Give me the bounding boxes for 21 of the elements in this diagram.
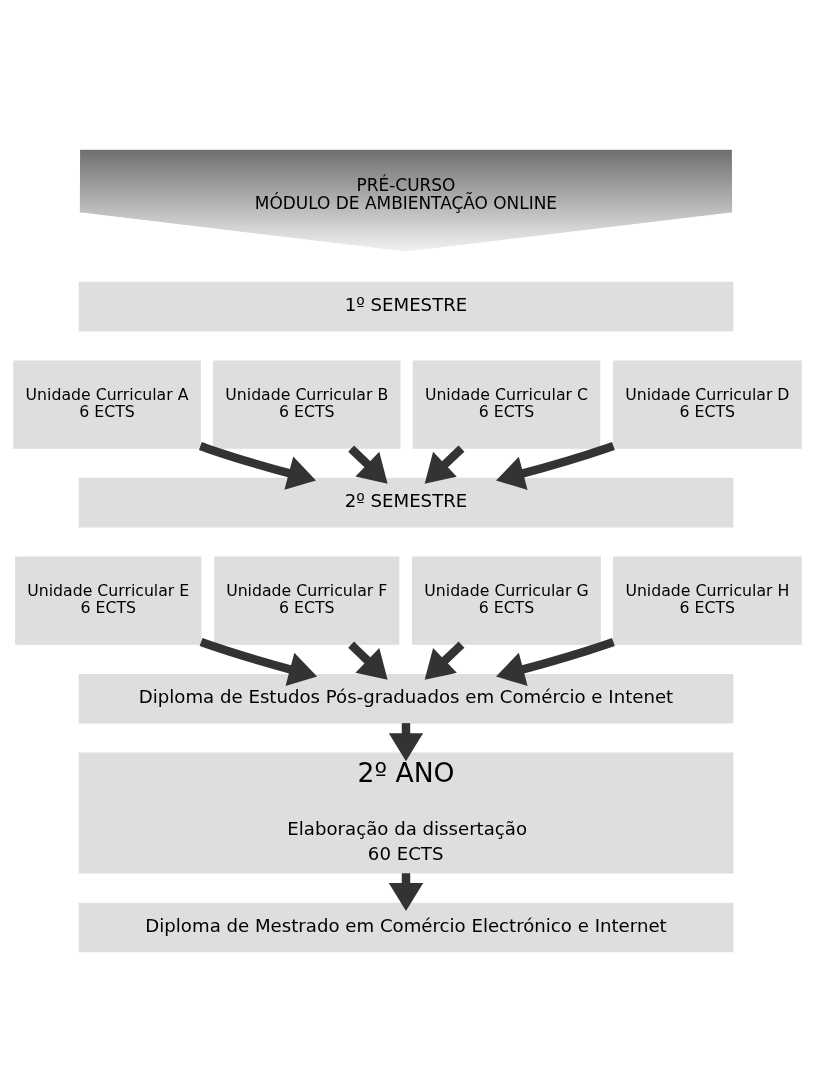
arrow — [495, 441, 615, 490]
node-box: Unidade Curricular E 6 ECTS — [14, 556, 201, 645]
arrow — [424, 641, 464, 680]
arrow — [198, 441, 316, 490]
arrow — [347, 445, 388, 484]
node-box: 2º SEMESTRE — [78, 477, 733, 527]
node-box: Unidade Curricular F 6 ECTS — [213, 556, 399, 645]
node-box: Unidade Curricular B 6 ECTS — [212, 359, 401, 449]
node-box: Unidade Curricular G 6 ECTS — [411, 556, 601, 645]
node-box: Diploma de Mestrado em Comércio Electrónico e Internet — [78, 902, 733, 952]
node-box: Diploma de Estudos Pós-graduados em Comércio e Intenet — [78, 673, 733, 724]
node-box: Unidade Curricular D 6 ECTS — [612, 359, 802, 449]
arrow — [347, 641, 388, 680]
node-box: Unidade Curricular A 6 ECTS — [12, 359, 201, 449]
arrow — [199, 637, 317, 686]
node-box: 1º SEMESTRE — [78, 281, 733, 331]
node-box: Unidade Curricular H 6 ECTS — [612, 556, 802, 645]
arrow — [424, 445, 464, 484]
node-box: Unidade Curricular C 6 ECTS — [412, 359, 600, 449]
arrow — [495, 637, 615, 686]
node-box: 2º ANO Elaboração da dissertação 60 ECTS — [78, 752, 733, 874]
